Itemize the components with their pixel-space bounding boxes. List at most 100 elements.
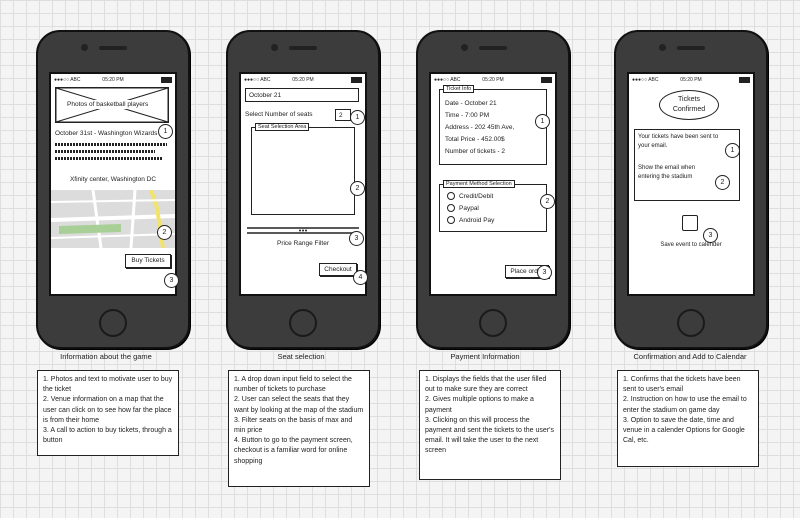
scribble-text	[55, 150, 155, 153]
carrier-label: ABC	[70, 77, 81, 83]
email-sent-message: Your tickets have been sent to your emai…	[638, 134, 719, 149]
show-email-instruction: Show the email when entering the stadium	[638, 165, 696, 180]
note-item: 2. Instruction on how to use the email t…	[623, 396, 747, 414]
payment-method-panel	[439, 184, 547, 232]
photo-label: Photos of basketball players	[65, 100, 151, 109]
phone-mockup-payment: ●●●○○ ABC 05:20 PM Ticket Info Date - Oc…	[416, 30, 570, 349]
battery-icon	[351, 76, 362, 83]
date-value: October 21	[249, 92, 282, 99]
radio-button[interactable]	[447, 216, 455, 225]
annotation-marker: 1	[158, 124, 173, 139]
payment-option-credit[interactable]: Credit/Debit	[447, 192, 493, 201]
notes-payment: 1. Displays the fields that the user fil…	[419, 370, 561, 480]
time-label: 05:20 PM	[292, 77, 314, 83]
event-title: October 31st - Washington Wizards	[55, 130, 158, 137]
save-event-checkbox[interactable]	[682, 215, 698, 231]
radio-button[interactable]	[447, 204, 455, 213]
time-label: 05:20 PM	[680, 77, 702, 83]
caption-info: Information about the game	[60, 352, 152, 361]
screen-info: ●●●○○ ABC 05:20 PM Photos of basketball …	[49, 72, 177, 296]
price-range-slider[interactable]	[247, 226, 359, 236]
home-button	[289, 309, 317, 337]
info-date: Date - October 21	[445, 100, 497, 107]
time-label: 05:20 PM	[102, 77, 124, 83]
camera-dot	[461, 44, 468, 51]
payment-option-paypal[interactable]: Paypal	[447, 204, 479, 213]
speaker-slot	[677, 46, 705, 50]
annotation-marker: 1	[725, 143, 740, 158]
price-filter-label: Price Range Filter	[276, 240, 330, 247]
status-bar: ●●●○○ ABC 05:20 PM	[431, 76, 555, 85]
caption-payment: Payment Information	[450, 352, 520, 361]
time-label: 05:20 PM	[482, 77, 504, 83]
seats-dropdown[interactable]: 2	[335, 109, 351, 121]
payment-option-android[interactable]: Android Pay	[447, 216, 494, 225]
scribble-text	[55, 143, 167, 146]
annotation-marker: 2	[540, 194, 555, 209]
ticket-info-legend: Ticket Info	[443, 85, 475, 93]
seat-selection-area[interactable]	[251, 127, 355, 215]
status-bar: ●●●○○ ABC 05:20 PM	[629, 76, 753, 85]
camera-dot	[81, 44, 88, 51]
battery-icon	[739, 76, 750, 83]
screen-seats: ●●●○○ ABC 05:20 PM October 21 Select Num…	[239, 72, 367, 296]
screen-payment: ●●●○○ ABC 05:20 PM Ticket Info Date - Oc…	[429, 72, 557, 296]
home-button	[99, 309, 127, 337]
note-item: 1. Displays the fields that the user fil…	[425, 376, 547, 394]
venue-label: Xfinity center, Washington DC	[69, 176, 157, 183]
home-button	[677, 309, 705, 337]
note-item: 1. A drop down input field to select the…	[234, 376, 352, 394]
note-item: 3. A call to action to buy tickets, thro…	[43, 427, 172, 445]
payment-option-label: Credit/Debit	[459, 193, 494, 200]
notes-seats: 1. A drop down input field to select the…	[228, 370, 370, 487]
carrier-label: ABC	[260, 77, 271, 83]
annotation-marker: 1	[350, 110, 365, 125]
camera-dot	[659, 44, 666, 51]
carrier-label: ABC	[648, 77, 659, 83]
phone-mockup-seats: ●●●○○ ABC 05:20 PM October 21 Select Num…	[226, 30, 380, 349]
buy-tickets-button[interactable]: Buy Tickets	[125, 254, 171, 268]
annotation-marker: 2	[350, 181, 365, 196]
battery-icon	[161, 76, 172, 83]
annotation-marker: 3	[349, 231, 364, 246]
confirmation-message-box: Your tickets have been sent to your emai…	[634, 129, 740, 201]
venue-map[interactable]	[51, 190, 175, 248]
note-item: 3. Option to save the date, time and ven…	[623, 416, 745, 445]
seats-value: 2	[339, 112, 343, 119]
carrier-label: ABC	[450, 77, 461, 83]
notes-confirmation: 1. Confirms that the tickets have been s…	[617, 370, 759, 467]
note-item: 3. Filter seats on the basis of max and …	[234, 416, 353, 435]
status-bar: ●●●○○ ABC 05:20 PM	[51, 76, 175, 85]
ticket-info-panel	[439, 89, 547, 165]
screen-confirmation: ●●●○○ ABC 05:20 PM Tickets Confirmed You…	[627, 72, 755, 296]
info-count: Number of tickets - 2	[445, 148, 505, 155]
phone-mockup-confirmation: ●●●○○ ABC 05:20 PM Tickets Confirmed You…	[614, 30, 768, 349]
note-item: 2. User can select the seats that they w…	[234, 396, 364, 414]
note-item: 3. Clicking on this will process the pay…	[425, 416, 554, 455]
checkout-button[interactable]: Checkout	[319, 263, 357, 276]
caption-seats: Seat selection	[277, 352, 325, 361]
note-item: 2. Gives multiple options to make a paym…	[425, 396, 534, 414]
speaker-slot	[289, 46, 317, 50]
status-bar: ●●●○○ ABC 05:20 PM	[241, 76, 365, 85]
note-item: 1. Confirms that the tickets have been s…	[623, 376, 741, 394]
save-event-label: Save event to calender	[660, 242, 722, 248]
speaker-slot	[99, 46, 127, 50]
annotation-marker: 2	[715, 175, 730, 190]
info-total: Total Price - 452.00$	[445, 136, 505, 143]
notes-info: 1. Photos and text to motivate user to b…	[37, 370, 179, 456]
note-item: 2. Venue information on a map that the u…	[43, 396, 172, 424]
annotation-marker: 3	[703, 228, 718, 243]
payment-option-label: Android Pay	[459, 217, 495, 224]
date-field[interactable]: October 21	[245, 88, 359, 102]
annotation-marker: 3	[164, 273, 179, 288]
payment-option-label: Paypal	[459, 205, 479, 212]
camera-dot	[271, 44, 278, 51]
caption-confirmation: Confirmation and Add to Calendar	[633, 352, 747, 361]
info-address: Address - 202 45th Ave,	[445, 124, 515, 131]
annotation-marker: 1	[535, 114, 550, 129]
radio-button[interactable]	[447, 192, 455, 201]
home-button	[479, 309, 507, 337]
scribble-text	[55, 157, 163, 160]
badge-line1: Tickets	[678, 96, 700, 103]
